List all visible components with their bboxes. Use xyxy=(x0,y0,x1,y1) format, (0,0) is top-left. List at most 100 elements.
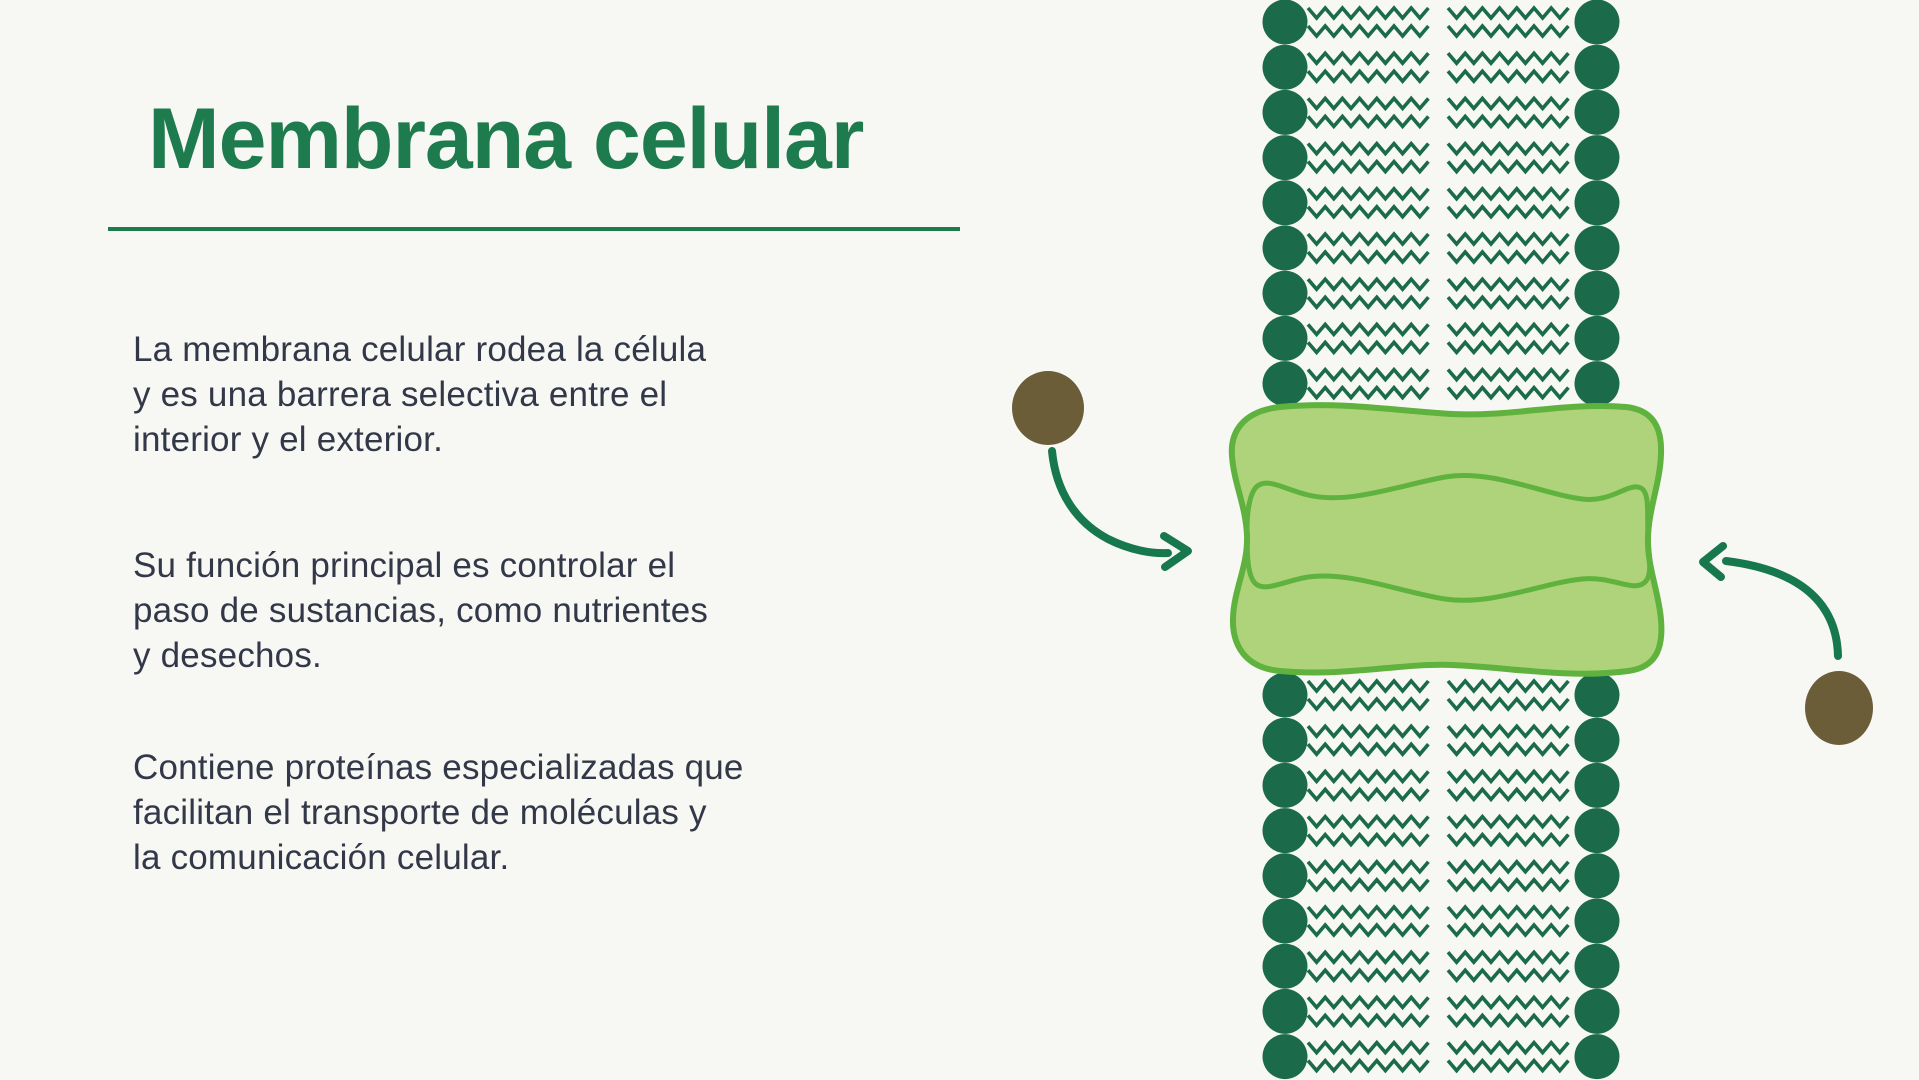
molecule xyxy=(1805,671,1873,745)
phospholipid-tail xyxy=(1446,1039,1570,1056)
phospholipid-tail xyxy=(1306,140,1430,157)
paragraph-line: facilitan el transporte de moléculas y xyxy=(133,793,707,832)
paragraph-line: Su función principal es controlar el xyxy=(133,546,676,585)
phospholipid-tail xyxy=(1446,68,1570,84)
phospholipid-head xyxy=(1262,89,1308,135)
phospholipid-head xyxy=(1574,943,1620,989)
phospholipid-head xyxy=(1574,1034,1620,1080)
phospholipid-head xyxy=(1574,762,1620,808)
phospholipid-tail xyxy=(1446,366,1570,383)
phospholipid-head xyxy=(1574,853,1620,899)
paragraph-line: La membrana celular rodea la célula xyxy=(133,330,707,369)
phospholipid-tail xyxy=(1446,231,1570,247)
phospholipid-tail xyxy=(1306,831,1430,848)
phospholipid-tail xyxy=(1306,366,1430,383)
phospholipid-tail xyxy=(1306,967,1430,983)
phospholipid-tail xyxy=(1306,994,1430,1011)
phospholipid-head xyxy=(1262,180,1308,226)
phospholipid-tail xyxy=(1306,859,1430,875)
phospholipid-head xyxy=(1262,270,1308,316)
paragraph-line: Contiene proteínas especializadas que xyxy=(133,748,744,787)
phospholipid-tail xyxy=(1446,723,1570,739)
phospholipid-head xyxy=(1574,672,1620,718)
phospholipid-tail xyxy=(1306,249,1430,265)
phospholipid-tail xyxy=(1306,204,1430,220)
phospholipid-tail xyxy=(1446,922,1570,938)
paragraph-line: paso de sustancias, como nutrientes xyxy=(133,591,709,630)
phospholipid-tail xyxy=(1446,339,1570,356)
phospholipid-tail xyxy=(1446,741,1570,757)
phospholipid-tail xyxy=(1446,204,1570,220)
phospholipid-tail xyxy=(1306,723,1430,739)
protein-channel xyxy=(1228,402,1665,677)
phospholipid-tail xyxy=(1306,949,1430,965)
phospholipid-tail xyxy=(1446,140,1570,157)
paragraph-membrane-function: Su función principal es controlar el pas… xyxy=(133,543,933,678)
molecule xyxy=(1012,371,1084,445)
phospholipid-tail xyxy=(1306,231,1430,247)
phospholipid-tail xyxy=(1446,186,1570,202)
phospholipid-tail xyxy=(1306,113,1430,130)
transport-arrowhead xyxy=(1699,542,1727,581)
phospholipid-head xyxy=(1574,361,1620,407)
phospholipid-tail xyxy=(1306,23,1430,39)
phospholipid-head xyxy=(1574,717,1620,763)
phospholipid-head xyxy=(1262,44,1308,90)
transport-arrowhead xyxy=(1160,532,1192,571)
phospholipid-tail xyxy=(1446,95,1570,112)
phospholipid-tail xyxy=(1446,1057,1570,1074)
phospholipid-head xyxy=(1574,225,1620,271)
phospholipid-head xyxy=(1262,762,1308,808)
phospholipid-head xyxy=(1262,135,1308,181)
phospholipid-tail xyxy=(1306,68,1430,84)
phospholipid-head xyxy=(1262,853,1308,899)
phospholipid-tail xyxy=(1306,50,1430,66)
phospholipid-tail xyxy=(1306,95,1430,112)
phospholipid-tail xyxy=(1446,967,1570,983)
phospholipid-tail xyxy=(1306,339,1430,356)
phospholipid-tail xyxy=(1306,786,1430,803)
phospholipid-tail xyxy=(1446,831,1570,848)
phospholipid-tail xyxy=(1446,768,1570,785)
phospholipid-tail xyxy=(1446,696,1570,712)
phospholipid-head xyxy=(1262,898,1308,944)
paragraph-line: y desechos. xyxy=(133,636,322,675)
phospholipid-tail xyxy=(1446,249,1570,265)
phospholipid-tail xyxy=(1446,949,1570,965)
phospholipid-head xyxy=(1262,717,1308,763)
phospholipid-head xyxy=(1262,225,1308,271)
phospholipid-tail xyxy=(1446,5,1570,21)
phospholipid-head xyxy=(1574,315,1620,361)
phospholipid-tail xyxy=(1446,877,1570,893)
phospholipid-tail xyxy=(1306,768,1430,785)
phospholipid-tail xyxy=(1446,813,1570,830)
phospholipid-tail xyxy=(1306,276,1430,292)
phospholipid-tail xyxy=(1446,994,1570,1011)
phospholipid-head xyxy=(1574,180,1620,226)
phospholipid-tail xyxy=(1446,786,1570,803)
title-underline xyxy=(108,227,960,231)
paragraph-membrane-definition: La membrana celular rodea la célula y es… xyxy=(133,327,933,462)
protein-pore xyxy=(1244,473,1653,603)
phospholipid-tail xyxy=(1306,741,1430,757)
phospholipid-tail xyxy=(1446,158,1570,175)
phospholipid-tail xyxy=(1306,1039,1430,1056)
paragraph-membrane-proteins: Contiene proteínas especializadas que fa… xyxy=(133,745,933,880)
phospholipid-tail xyxy=(1446,1012,1570,1029)
phospholipid-head xyxy=(1262,361,1308,407)
transport-arrow xyxy=(1048,447,1172,558)
phospholipid-tail xyxy=(1446,678,1570,694)
phospholipid-tail xyxy=(1306,696,1430,712)
phospholipid-head xyxy=(1574,89,1620,135)
phospholipid-tail xyxy=(1306,186,1430,202)
phospholipid-tail xyxy=(1446,294,1570,310)
phospholipid-tail xyxy=(1446,384,1570,401)
phospholipid-tail xyxy=(1306,5,1430,21)
phospholipid-tail xyxy=(1446,276,1570,292)
phospholipid-tail xyxy=(1306,294,1430,310)
phospholipid-tail xyxy=(1446,113,1570,130)
phospholipid-head xyxy=(1574,988,1620,1034)
phospholipid-head xyxy=(1574,808,1620,854)
phospholipid-tail xyxy=(1306,678,1430,694)
